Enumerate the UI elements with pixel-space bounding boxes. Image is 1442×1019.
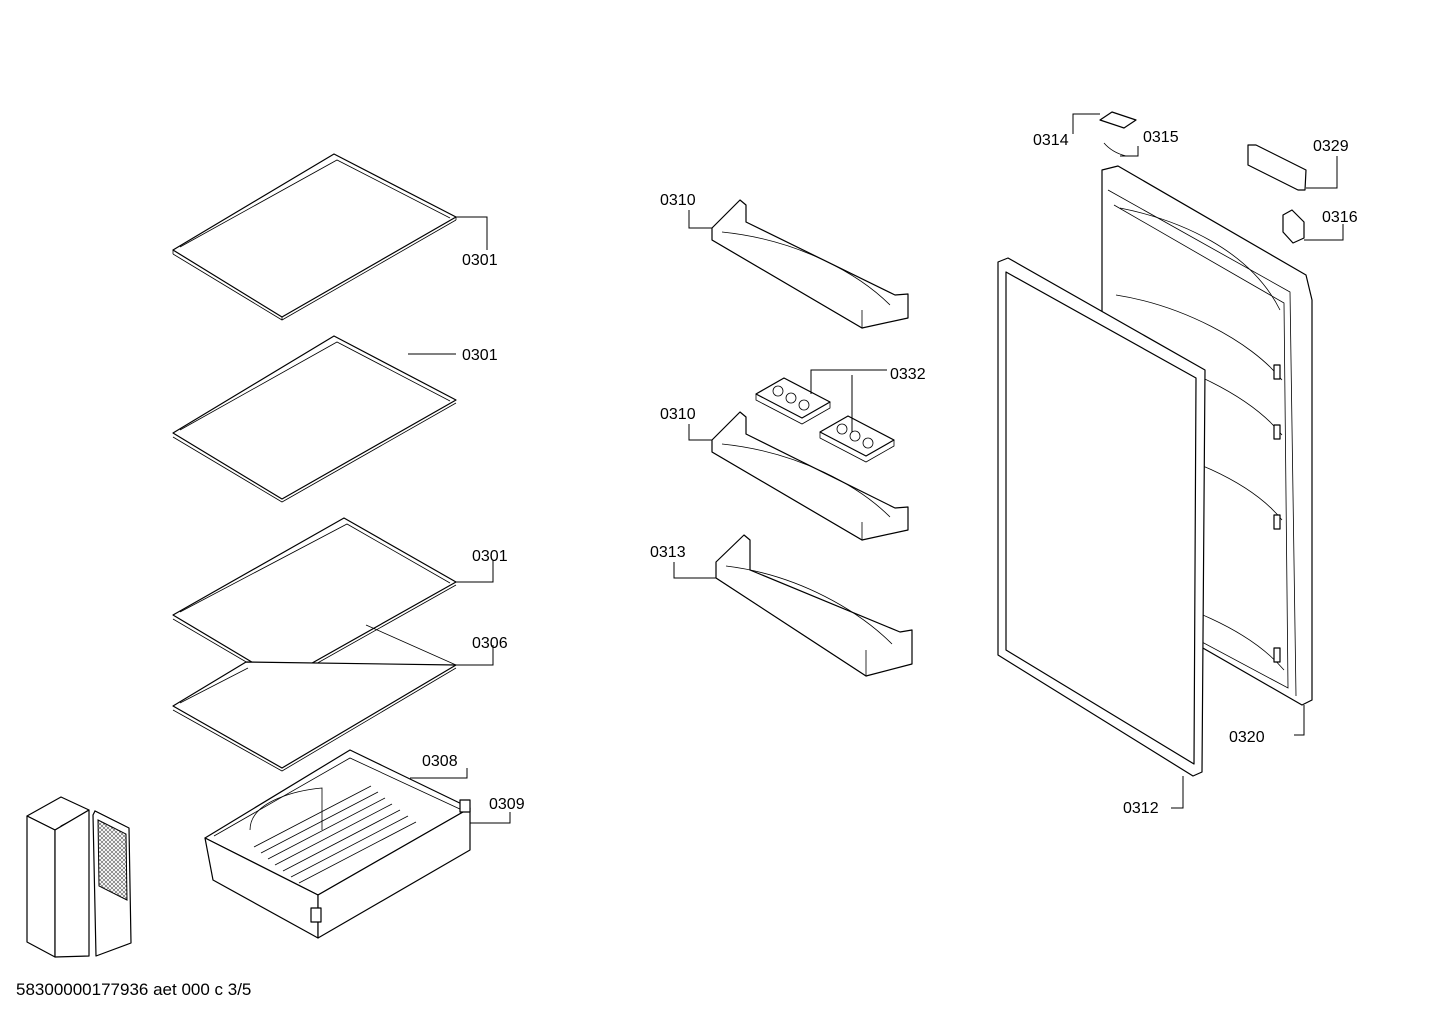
glass-shelf-2[interactable] [172, 335, 457, 503]
callout-0301-c: 0301 [472, 548, 508, 565]
callout-0332: 0332 [890, 366, 926, 383]
callout-0308: 0308 [422, 753, 458, 770]
callout-0301-a: 0301 [462, 252, 498, 269]
callout-0315: 0315 [1143, 129, 1179, 146]
callout-0316: 0316 [1322, 209, 1358, 226]
callout-0301-b: 0301 [462, 347, 498, 364]
callout-labels: 0301 0301 0301 0306 0308 0309 0310 0310 … [422, 129, 1358, 817]
hinge-spring[interactable] [1103, 142, 1127, 157]
callout-0313: 0313 [650, 544, 686, 561]
leader-lines [408, 113, 1344, 824]
callout-0320: 0320 [1229, 729, 1265, 746]
crisper-drawer[interactable] [204, 749, 471, 939]
callout-0312: 0312 [1123, 800, 1159, 817]
door-bin-upper[interactable] [711, 199, 909, 329]
appliance-overview-thumbnail [26, 796, 132, 958]
document-code: 58300000177936 aet 000 c 3/5 [16, 980, 252, 999]
egg-tray-right[interactable] [819, 415, 895, 463]
door-stop[interactable] [1282, 209, 1305, 244]
egg-tray-left[interactable] [755, 377, 831, 425]
callout-0310-a: 0310 [660, 192, 696, 209]
door-gasket[interactable] [997, 257, 1206, 777]
glass-shelf-1[interactable] [172, 153, 457, 321]
door-bin-bottle[interactable] [715, 534, 913, 677]
callout-0314: 0314 [1033, 132, 1069, 149]
door-trim-strip[interactable] [1247, 144, 1307, 191]
callout-0329: 0329 [1313, 138, 1349, 155]
door-bin-lower[interactable] [711, 411, 909, 541]
callout-0306: 0306 [472, 635, 508, 652]
callout-0309: 0309 [489, 796, 525, 813]
crisper-ribs [253, 785, 417, 884]
glass-shelf-3[interactable] [172, 517, 457, 684]
hinge-cover[interactable] [1099, 111, 1137, 129]
callout-0310-b: 0310 [660, 406, 696, 423]
